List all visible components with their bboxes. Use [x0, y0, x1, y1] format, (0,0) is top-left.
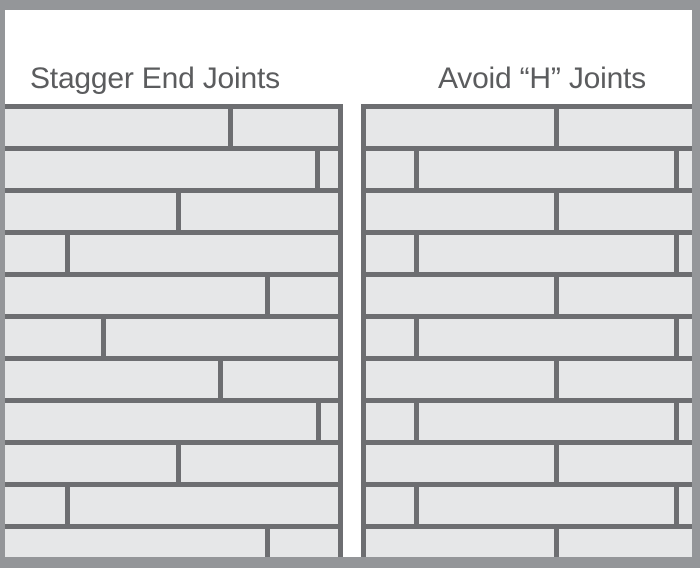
plank-segment: [5, 193, 176, 230]
plank-segment: [366, 445, 554, 482]
plank-segment: [366, 403, 414, 440]
plank-segment: [366, 235, 414, 272]
plank-segment: [5, 319, 101, 356]
plank-segment: [223, 361, 338, 398]
panel-stagger-end-joints: [5, 104, 343, 568]
plank-segment: [366, 193, 554, 230]
plank-segment: [5, 277, 265, 314]
plank-segment: [5, 487, 65, 524]
plank-segment: [366, 277, 554, 314]
plank-segment: [366, 361, 554, 398]
frame-border-right: [692, 0, 700, 568]
plank-segment: [559, 277, 692, 314]
plank-segment: [559, 361, 692, 398]
plank-segment: [321, 403, 338, 440]
plank-segment: [181, 445, 338, 482]
plank-segment: [419, 403, 674, 440]
plank-segment: [559, 193, 692, 230]
plank-segment: [366, 151, 414, 188]
plank-segment: [5, 235, 65, 272]
plank-segment: [5, 361, 218, 398]
plank-segment: [270, 277, 338, 314]
plank-segment: [366, 109, 554, 146]
plank-segment: [320, 151, 338, 188]
plank-segment: [366, 319, 414, 356]
plank-segment: [233, 109, 338, 146]
frame-border-top: [0, 0, 700, 10]
plank-segment: [5, 109, 228, 146]
plank-segment: [419, 235, 674, 272]
plank-segment: [5, 445, 176, 482]
plank-segment: [679, 319, 692, 356]
plank-segment: [70, 487, 338, 524]
plank-segment: [419, 487, 674, 524]
plank-segment: [419, 151, 674, 188]
right-panel-title: Avoid “H” Joints: [438, 62, 646, 95]
frame-border-left: [0, 0, 5, 568]
plank-segment: [366, 487, 414, 524]
plank-segment: [5, 151, 315, 188]
plank-segment: [559, 445, 692, 482]
plank-segment: [559, 109, 692, 146]
plank-segment: [5, 403, 316, 440]
plank-segment: [679, 235, 692, 272]
left-panel-title: Stagger End Joints: [30, 62, 280, 95]
frame-border-bottom: [0, 557, 700, 568]
plank-segment: [106, 319, 338, 356]
plank-segment: [419, 319, 674, 356]
panel-avoid-h-joints: [361, 104, 692, 568]
plank-segment: [181, 193, 338, 230]
plank-segment: [679, 487, 692, 524]
plank-segment: [679, 151, 692, 188]
plank-segment: [70, 235, 338, 272]
plank-segment: [679, 403, 692, 440]
